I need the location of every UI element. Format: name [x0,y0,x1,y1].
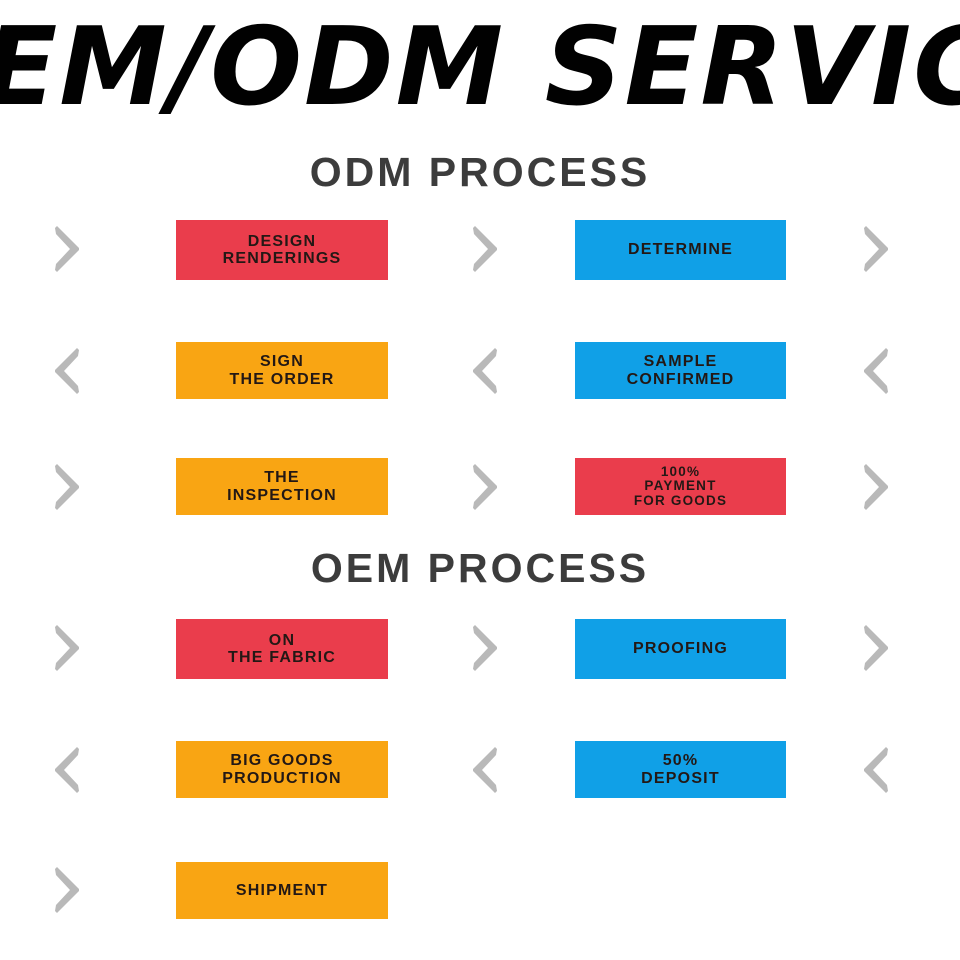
chevron-left-icon [856,344,896,398]
box-line-1: THE [264,469,300,487]
box-line-1: ON [268,631,296,649]
chevron-right-icon [465,222,505,276]
box-line-1: DESIGN [247,232,317,250]
chevron-right-icon [465,460,505,514]
process-box-design-renderings[interactable]: DESIGN RENDERINGS [176,220,388,280]
box-line-1: PROOFING [633,640,728,658]
chevron-right-icon [856,460,896,514]
process-box-deposit[interactable]: 50% DEPOSIT [575,741,786,798]
box-line-2: DEPOSIT [641,769,720,787]
box-line-2: RENDERINGS [222,250,342,267]
chevron-left-icon [465,743,505,797]
section-heading-oem: OEM PROCESS [310,545,650,591]
chevron-right-icon [47,460,87,514]
box-line-2: CONFIRMED [626,370,735,388]
process-box-payment-for-goods[interactable]: 100% PAYMENT FOR GOODS [575,458,786,515]
chevron-right-icon [47,621,87,675]
chevron-right-icon [856,222,896,276]
process-box-sign-the-order[interactable]: SIGN THE ORDER [176,342,388,399]
process-box-shipment[interactable]: SHIPMENT [176,862,388,919]
box-line-1: 50% [662,752,699,770]
box-line-2: INSPECTION [227,486,337,504]
process-box-proofing[interactable]: PROOFING [575,619,786,679]
banner-title: OEM/ODM SERVICE [0,5,960,130]
box-line-1: SIGN [260,353,304,371]
chevron-left-icon [856,743,896,797]
process-box-the-inspection[interactable]: THE INSPECTION [176,458,388,515]
box-line-1: BIG GOODS [230,752,334,770]
box-line-2: THE FABRIC [228,649,336,666]
chevron-right-icon [47,222,87,276]
box-line-3: FOR GOODS [633,492,728,508]
banner: OEM/ODM SERVICE [0,0,960,140]
chevron-right-icon [47,863,87,917]
box-line-2: PAYMENT [644,478,717,494]
chevron-right-icon [465,621,505,675]
process-box-determine[interactable]: DETERMINE [575,220,786,280]
box-line-2: THE ORDER [229,370,335,388]
process-box-big-goods-production[interactable]: BIG GOODS PRODUCTION [176,741,388,798]
box-line-1: SAMPLE [643,353,718,371]
process-box-sample-confirmed[interactable]: SAMPLE CONFIRMED [575,342,786,399]
chevron-left-icon [47,743,87,797]
process-box-on-the-fabric[interactable]: ON THE FABRIC [176,619,388,679]
box-line-1: SHIPMENT [235,881,329,899]
chevron-left-icon [47,344,87,398]
box-line-1: DETERMINE [627,241,734,259]
section-heading-odm: ODM PROCESS [309,149,651,195]
box-line-1: 100% [660,463,701,479]
chevron-right-icon [856,621,896,675]
box-line-2: PRODUCTION [222,769,342,787]
chevron-left-icon [465,344,505,398]
